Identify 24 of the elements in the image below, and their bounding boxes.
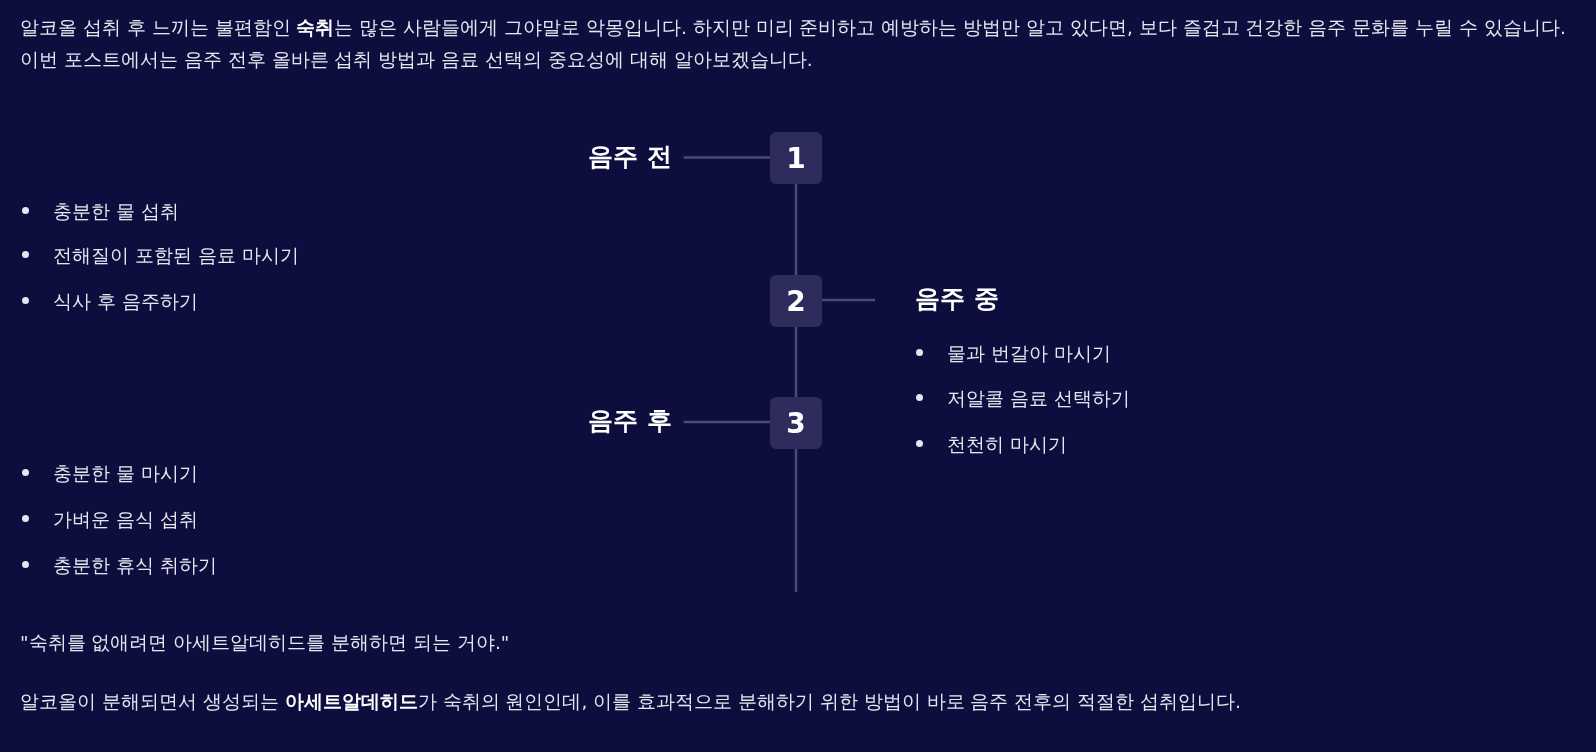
bullet-item: 충분한 물 마시기 <box>22 460 199 486</box>
phase-heading: 음주 후 <box>588 406 672 436</box>
step-number-box: 2 <box>770 275 822 327</box>
bullet-item: 천천히 마시기 <box>916 431 1068 457</box>
phase-heading: 음주 전 <box>588 142 672 172</box>
connector-line <box>683 420 770 424</box>
connector-line <box>794 327 798 397</box>
connector-line <box>822 298 875 302</box>
paragraph-text: 알코올이 분해되면서 생성되는 아세트알데히드가 숙취의 원인인데, 이를 효과적으로 분해하기 위한 방법이 바로 음주 전후의 적절한 섭취입니다. <box>20 690 1242 714</box>
connector-line <box>794 449 798 592</box>
bullet-item: 가벼운 음식 섭취 <box>22 506 199 532</box>
bullet-item: 충분한 물 섭취 <box>22 198 180 224</box>
paragraph-text: 알코올 섭취 후 느끼는 불편함인 숙취는 많은 사람들에게 그야말로 악몽입니다. 하지만 미리 준비하고 예방하는 방법만 알고 있다면, 보다 즐겁고 건강한 음주 문화를 누릴 수 있습니다. 이번 포스트에서는 음주 전후 올바른 섭취 방법과 음료 선택의 중요성에 대해 알아보겠습니다. <box>20 16 1567 72</box>
step-number-box: 1 <box>770 132 822 184</box>
phase-heading: 음주 중 <box>915 284 999 314</box>
bullet-item: 전해질이 포함된 음료 마시기 <box>22 242 300 268</box>
step-number-box: 3 <box>770 397 822 449</box>
quote-text: "숙취를 없애려면 아세트알데히드를 분해하면 되는 거야." <box>20 631 511 655</box>
connector-line <box>683 156 770 159</box>
connector-line <box>794 184 798 275</box>
bullet-item: 물과 번갈아 마시기 <box>916 340 1112 366</box>
bullet-item: 식사 후 음주하기 <box>22 288 199 314</box>
bullet-item: 저알콜 음료 선택하기 <box>916 385 1131 411</box>
bullet-item: 충분한 휴식 취하기 <box>22 552 218 578</box>
